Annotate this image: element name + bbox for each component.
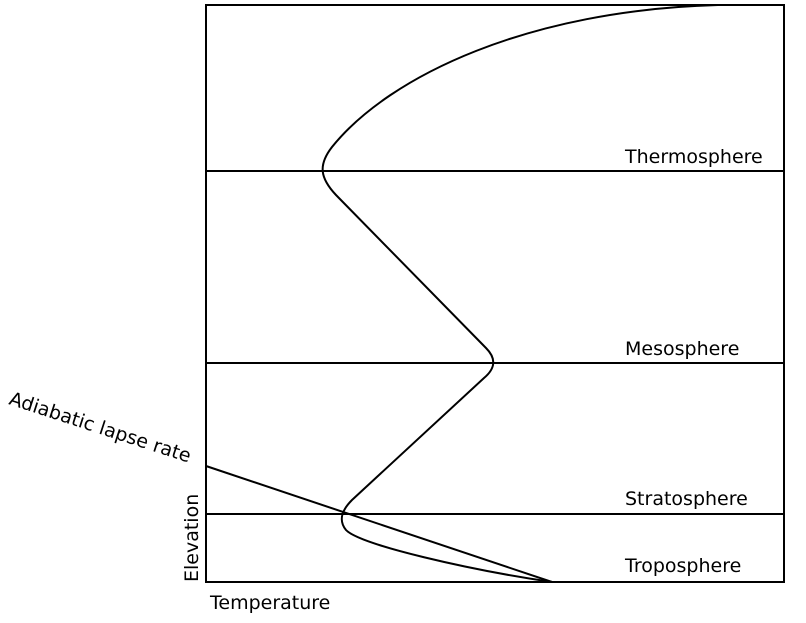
stratosphere-label: Stratosphere: [625, 488, 748, 510]
x-axis-label: Temperature: [209, 592, 330, 614]
adiabatic-lapse-rate-line: [205, 465, 553, 583]
thermosphere-label: Thermosphere: [624, 146, 763, 168]
mesosphere-label: Mesosphere: [625, 338, 739, 360]
troposphere-label: Troposphere: [624, 555, 741, 577]
temperature-profile-curve: [321, 4, 719, 583]
plot-frame: [205, 4, 785, 583]
adiabatic-lapse-rate-label: Adiabatic lapse rate: [6, 388, 193, 468]
y-axis-label: Elevation: [181, 494, 203, 582]
